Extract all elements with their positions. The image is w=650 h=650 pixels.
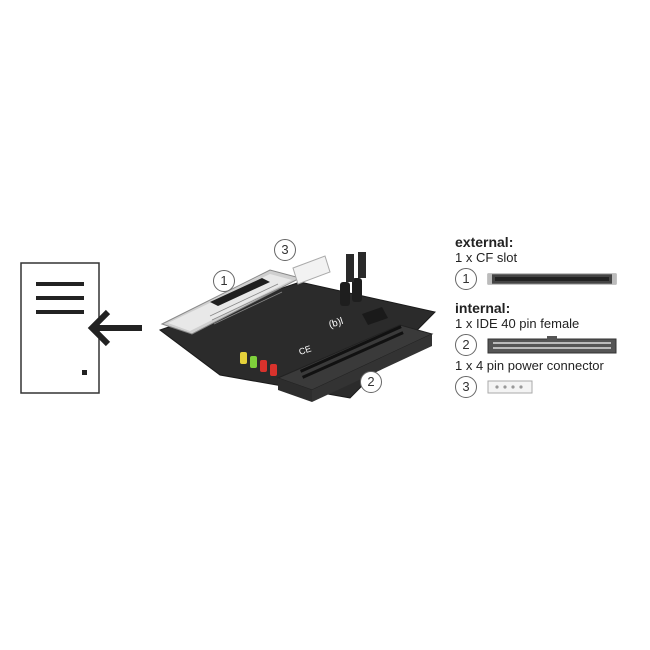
- legend: external: 1 x CF slot 1 internal: 1 x ID…: [455, 234, 645, 400]
- internal-item-1: 1 x IDE 40 pin female: [455, 316, 580, 331]
- callout-3: 3: [274, 239, 296, 261]
- power-connector-icon: [487, 380, 533, 394]
- legend-callout-2: 2: [455, 334, 477, 356]
- legend-callout-1: 1: [455, 268, 477, 290]
- ide-connector-icon: [487, 336, 617, 354]
- legend-row-3: 3: [455, 374, 645, 400]
- drive-bay-icon: [20, 262, 100, 394]
- callout-1: 1: [213, 270, 235, 292]
- external-heading: external:: [455, 234, 514, 250]
- board-brand-text: (b)l: [328, 316, 345, 331]
- legend-row-2: 2: [455, 332, 645, 358]
- internal-heading: internal:: [455, 300, 511, 316]
- ce-mark: CE: [298, 344, 313, 357]
- legend-row-1: 1: [455, 266, 645, 292]
- cf-slot-icon: [487, 273, 617, 285]
- callout-2: 2: [360, 371, 382, 393]
- legend-callout-3: 3: [455, 376, 477, 398]
- external-item: 1 x CF slot: [455, 250, 518, 265]
- cf-ide-adapter-board: (b)l CE: [158, 252, 436, 402]
- left-arrow-icon: [87, 309, 142, 347]
- internal-item-2: 1 x 4 pin power connector: [455, 358, 604, 373]
